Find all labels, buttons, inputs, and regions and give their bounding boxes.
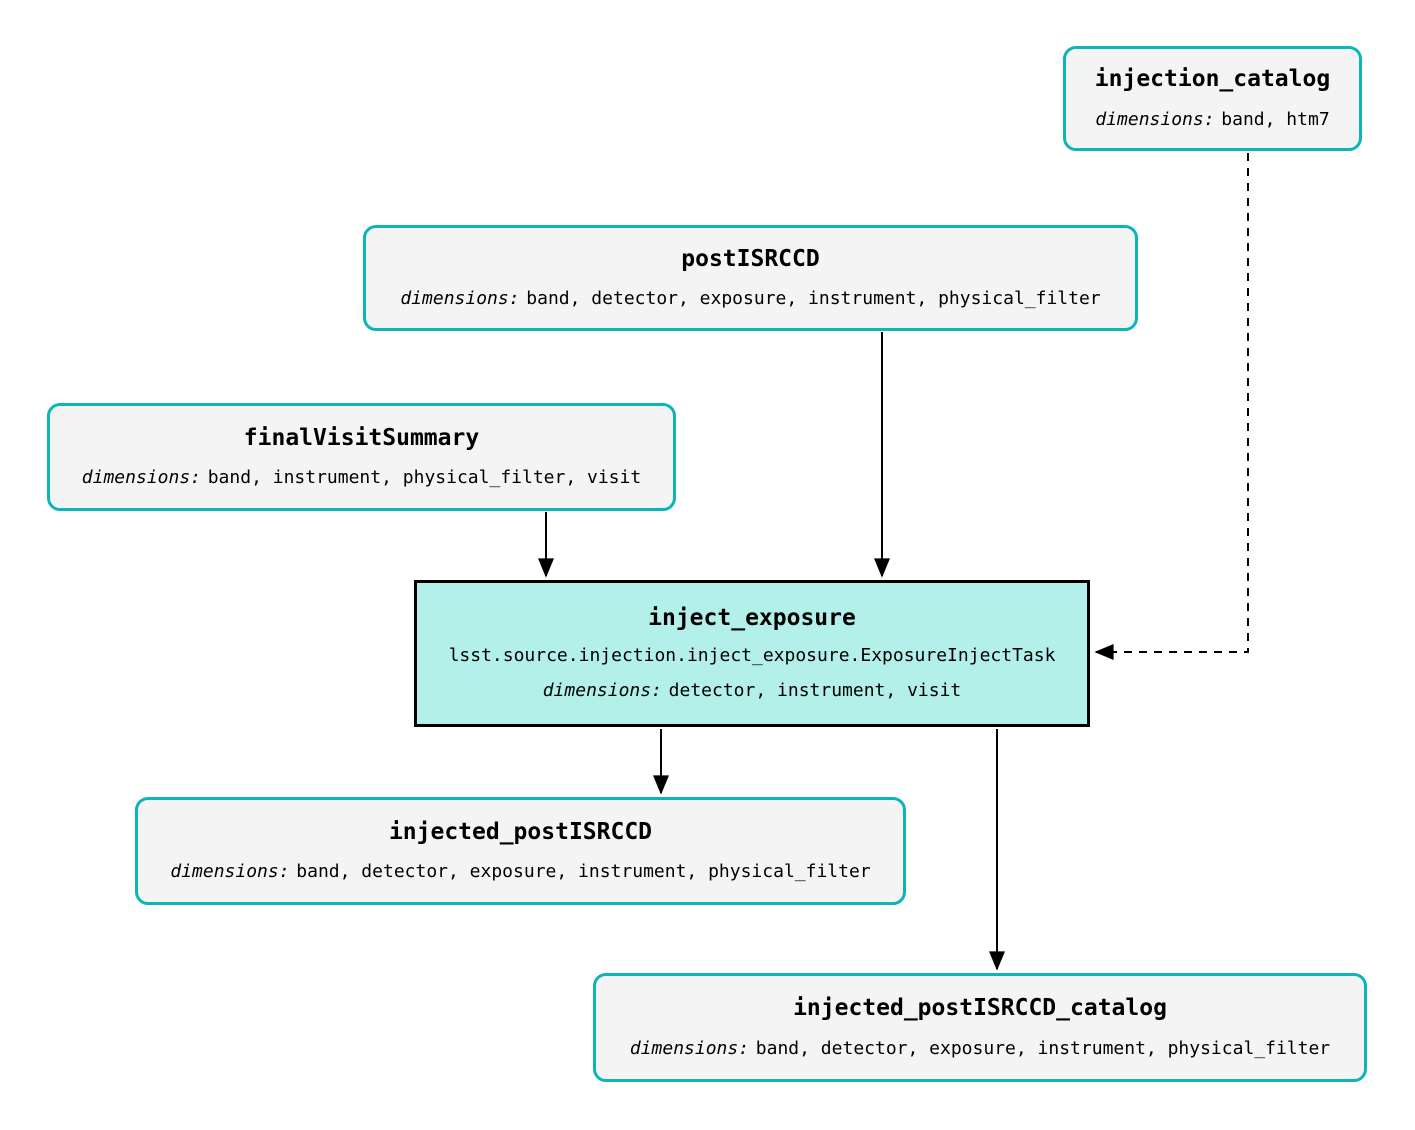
node-dimensions: dimensions: detector, instrument, visit [543, 681, 962, 701]
dimensions-values: band, detector, exposure, instrument, ph… [296, 861, 871, 883]
node-dimensions: dimensions: band, detector, exposure, ins… [400, 289, 1100, 309]
dimensions-label: dimensions: [542, 680, 662, 702]
dimensions-label: dimensions: [170, 861, 290, 883]
dimensions-values: band, detector, exposure, instrument, ph… [526, 288, 1101, 310]
node-title: inject_exposure [648, 605, 856, 632]
dimensions-label: dimensions: [629, 1037, 750, 1059]
node-injection-catalog: injection_catalog dimensions: band, htm7 [1063, 46, 1362, 151]
dimensions-values: detector, instrument, visit [668, 680, 962, 702]
task-class-path: lsst.source.injection.inject_exposure.Ex… [448, 645, 1056, 667]
node-dimensions: dimensions:band, detector, exposure, ins… [629, 1037, 1331, 1059]
node-injected-postISRCCD-catalog: injected_postISRCCD_catalog dimensions:b… [593, 973, 1367, 1082]
node-inject-exposure-task: inject_exposure lsst.source.injection.in… [414, 580, 1090, 727]
node-finalVisitSummary: finalVisitSummary dimensions: band, instr… [47, 403, 676, 511]
dimensions-label: dimensions: [81, 467, 201, 489]
node-title: postISRCCD [681, 245, 820, 272]
dimensions-values: band, htm7 [1221, 108, 1330, 130]
node-injected-postISRCCD: injected_postISRCCD dimensions: band, det… [135, 797, 906, 905]
node-postISRCCD: postISRCCD dimensions: band, detector, ex… [363, 225, 1138, 331]
node-title: injected_postISRCCD [388, 818, 653, 845]
node-dimensions: dimensions: band, htm7 [1095, 108, 1330, 130]
dimensions-values: band, instrument, physical_filter, visit [207, 467, 642, 489]
node-title: injection_catalog [1094, 66, 1331, 93]
edge-injection-catalog-to-inject-exposure [1094, 153, 1249, 660]
dimensions-label: dimensions: [400, 288, 520, 310]
node-dimensions: dimensions: band, detector, exposure, ins… [170, 862, 870, 882]
dimensions-values: band, detector, exposure, instrument, ph… [755, 1037, 1331, 1059]
dimensions-label: dimensions: [1095, 108, 1215, 130]
node-title: injected_postISRCCD_catalog [793, 995, 1167, 1022]
node-title: finalVisitSummary [243, 424, 480, 451]
node-dimensions: dimensions: band, instrument, physical_fi… [82, 468, 641, 488]
